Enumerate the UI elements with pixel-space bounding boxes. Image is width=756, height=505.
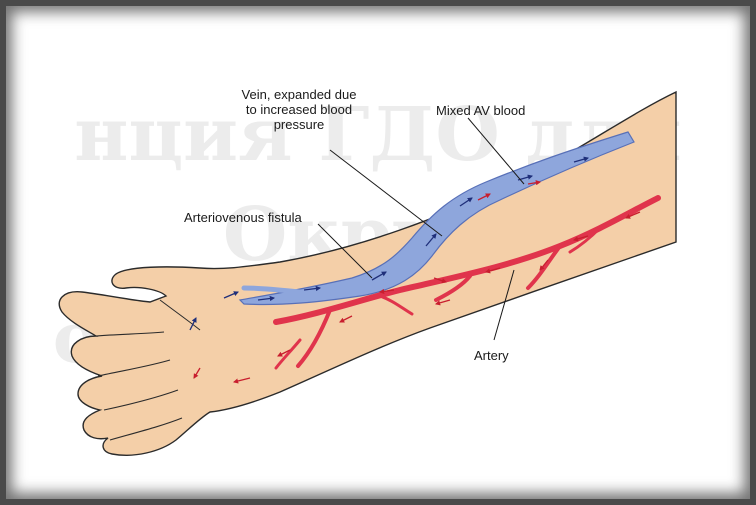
arm-diagram — [6, 6, 750, 499]
label-arteriovenous-fistula: Arteriovenous fistula — [184, 210, 302, 225]
label-vein-line-2: to increased blood — [224, 102, 374, 117]
label-artery: Artery — [474, 348, 509, 363]
label-mixed-av-blood: Mixed AV blood — [436, 103, 525, 118]
label-vein: Vein, expanded due to increased blood pr… — [224, 87, 374, 132]
label-vein-line-3: pressure — [224, 117, 374, 132]
label-vein-line-1: Vein, expanded due — [224, 87, 374, 102]
